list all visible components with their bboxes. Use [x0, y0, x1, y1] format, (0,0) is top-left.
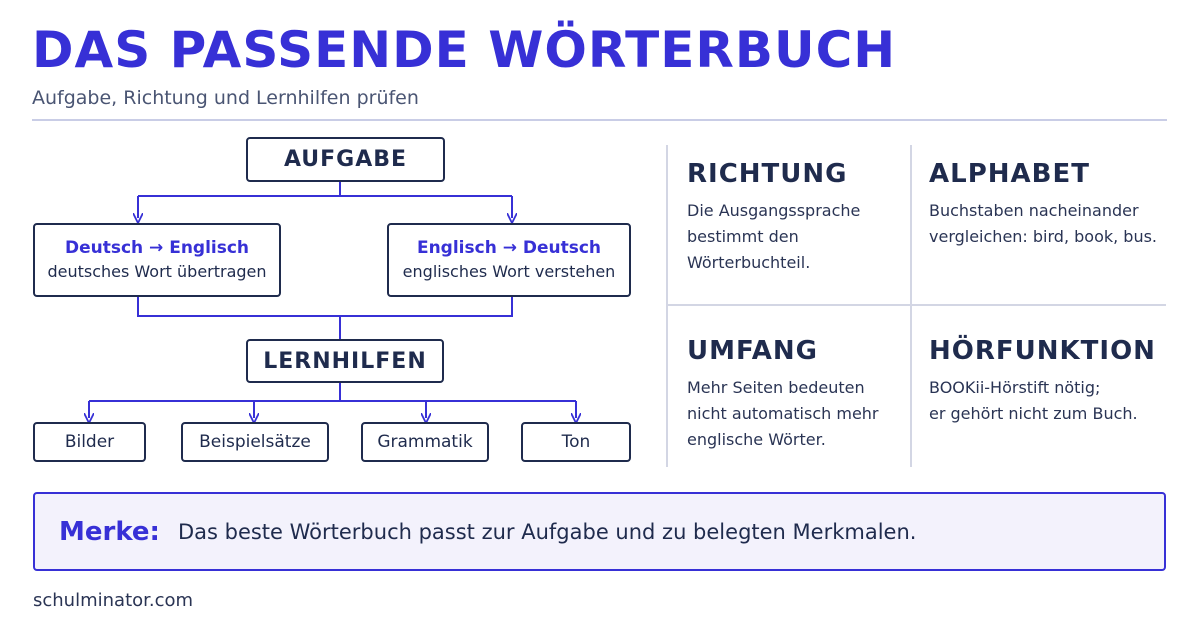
grid-divider-left — [666, 145, 668, 467]
leaf-bilder-label: Bilder — [64, 432, 115, 452]
leaf-bilder: Bilder — [33, 422, 146, 462]
leaf-ton-label: Ton — [561, 432, 591, 452]
task-label: AUFGABE — [283, 147, 408, 172]
leaf-grammatik: Grammatik — [361, 422, 489, 462]
connector-aids-split — [89, 383, 576, 402]
branch-de-en: Deutsch → Englisch deutsches Wort übertr… — [33, 223, 281, 297]
grid-divider-horizontal — [666, 304, 1166, 306]
branch-en-de-heading: Englisch → Deutsch — [416, 238, 602, 258]
note-text: Das beste Wörterbuch passt zur Aufgabe u… — [177, 519, 917, 544]
criterion-hoerfunktion-text: BOOKii-Hörstift nötig; er gehört nicht z… — [929, 378, 1138, 423]
criterion-alphabet-text: Buchstaben nacheinander vergleichen: bir… — [929, 201, 1158, 246]
grid-divider-middle — [910, 145, 912, 467]
criterion-umfang-title: UMFANG — [687, 336, 818, 366]
criterion-hoerfunktion-title: HÖRFUNKTION — [929, 336, 1156, 366]
criterion-richtung-title: RICHTUNG — [687, 159, 848, 189]
aids-label: LERNHILFEN — [263, 348, 427, 374]
leaf-grammatik-label: Grammatik — [377, 432, 473, 452]
criterion-umfang: UMFANG Mehr Seiten bedeuten nicht automa… — [687, 335, 922, 453]
branch-en-de: Englisch → Deutsch englisches Wort verst… — [387, 223, 631, 297]
flowchart: AUFGABE Deutsch → Englisch deutsches Wor… — [0, 0, 660, 480]
criterion-hoerfunktion: HÖRFUNKTION BOOKii-Hörstift nötig; er ge… — [929, 335, 1164, 427]
leaf-ton: Ton — [521, 422, 631, 462]
connector-branch-merge — [137, 297, 513, 339]
page-subtitle: Aufgabe, Richtung und Lernhilfen prüfen — [32, 87, 419, 109]
branch-de-en-heading: Deutsch → Englisch — [64, 238, 250, 258]
flowchart-connectors — [0, 182, 660, 480]
leaf-beispielsaetze: Beispielsätze — [181, 422, 329, 462]
task-box: AUFGABE — [246, 137, 445, 182]
leaf-beispielsaetze-label: Beispielsätze — [199, 432, 311, 452]
note-box: Merke: Das beste Wörterbuch passt zur Au… — [33, 492, 1166, 571]
criterion-umfang-text: Mehr Seiten bedeuten nicht automatisch m… — [687, 378, 879, 449]
criterion-alphabet: ALPHABET Buchstaben nacheinander verglei… — [929, 158, 1164, 250]
header-divider — [32, 119, 1167, 121]
note-label: Merke: — [59, 516, 160, 547]
criterion-richtung: RICHTUNG Die Ausgangssprache bestimmt de… — [687, 158, 922, 276]
aids-box: LERNHILFEN — [246, 339, 444, 383]
footer-source: schulminator.com — [33, 590, 194, 611]
branch-en-de-text: englisches Wort verstehen — [402, 262, 616, 281]
page-title: DAS PASSENDE WÖRTERBUCH — [32, 21, 897, 79]
criterion-alphabet-title: ALPHABET — [929, 159, 1090, 189]
criterion-richtung-text: Die Ausgangssprache bestimmt den Wörterb… — [687, 201, 861, 272]
connector-task-split — [138, 182, 512, 197]
branch-de-en-text: deutsches Wort übertragen — [47, 262, 267, 281]
